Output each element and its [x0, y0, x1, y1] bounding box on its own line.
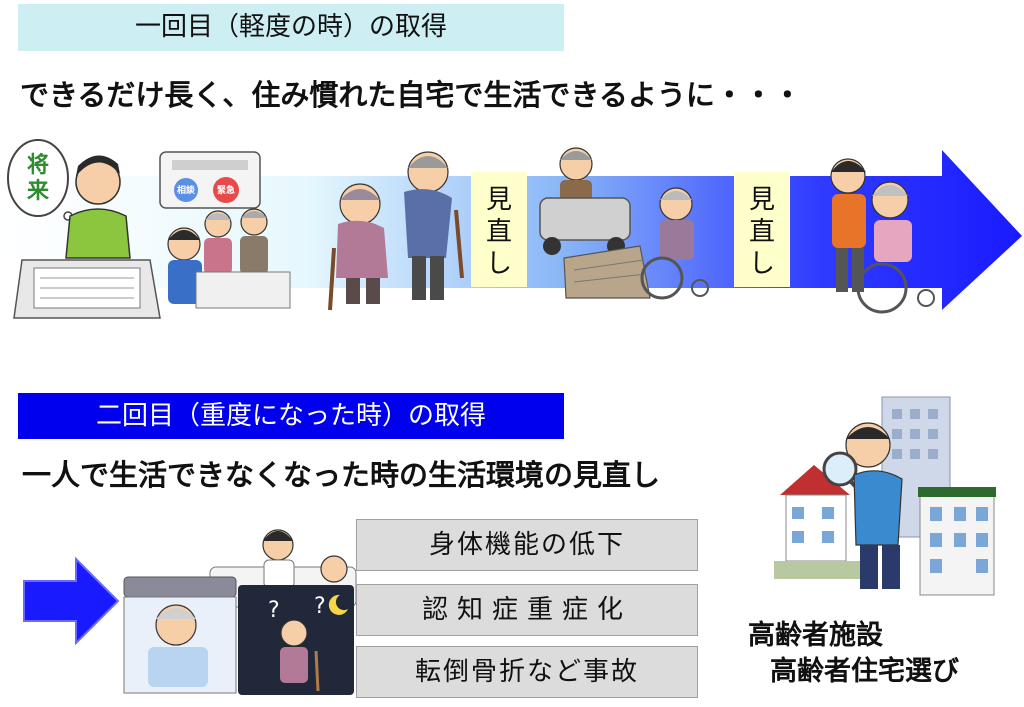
thought-bubble	[7, 139, 69, 217]
planning-illustration: 将 来 相談 緊急	[7, 139, 291, 319]
conclusion-text: 高齢者施設 高齢者住宅選び	[748, 618, 959, 690]
review-box-2: 見直し	[734, 172, 790, 287]
svg-text:?: ?	[268, 598, 280, 623]
elderly-couple-with-canes-illustration	[328, 151, 464, 311]
factor-accident: 転倒骨折など事故	[356, 646, 698, 698]
review-label-1: 見直し	[485, 185, 512, 279]
conclusion-line-2: 高齢者住宅選び	[770, 656, 959, 687]
section2-lead-text: 一人で生活できなくなった時の生活環境の見直し	[22, 458, 661, 492]
conclusion-line-1: 高齢者施設	[748, 620, 883, 651]
housing-search-illustration	[774, 396, 996, 596]
consult-button-label: 相談	[177, 184, 196, 196]
mobility-aids-illustration	[539, 147, 709, 300]
svg-text:来: 来	[26, 179, 50, 204]
section2-heading: 二回目（重度になった時）の取得	[18, 393, 564, 439]
bubble-text: 将	[27, 152, 49, 178]
factor-physical-decline: 身体機能の低下	[356, 519, 698, 571]
emergency-button-label: 緊急	[217, 184, 235, 196]
small-arrow-icon	[23, 556, 120, 646]
caregiver-wheelchair-illustration	[830, 158, 935, 314]
review-label-2: 見直し	[748, 185, 775, 279]
svg-text:?: ?	[314, 594, 326, 619]
review-box-1: 見直し	[471, 172, 527, 287]
section1-lead-text: できるだけ長く、住み慣れた自宅で生活できるように・・・	[20, 78, 802, 112]
factor-dementia: 認知症重症化	[356, 584, 698, 636]
care-need-illustration: ? ?	[123, 529, 357, 695]
section1-heading: 一回目（軽度の時）の取得	[18, 4, 564, 51]
